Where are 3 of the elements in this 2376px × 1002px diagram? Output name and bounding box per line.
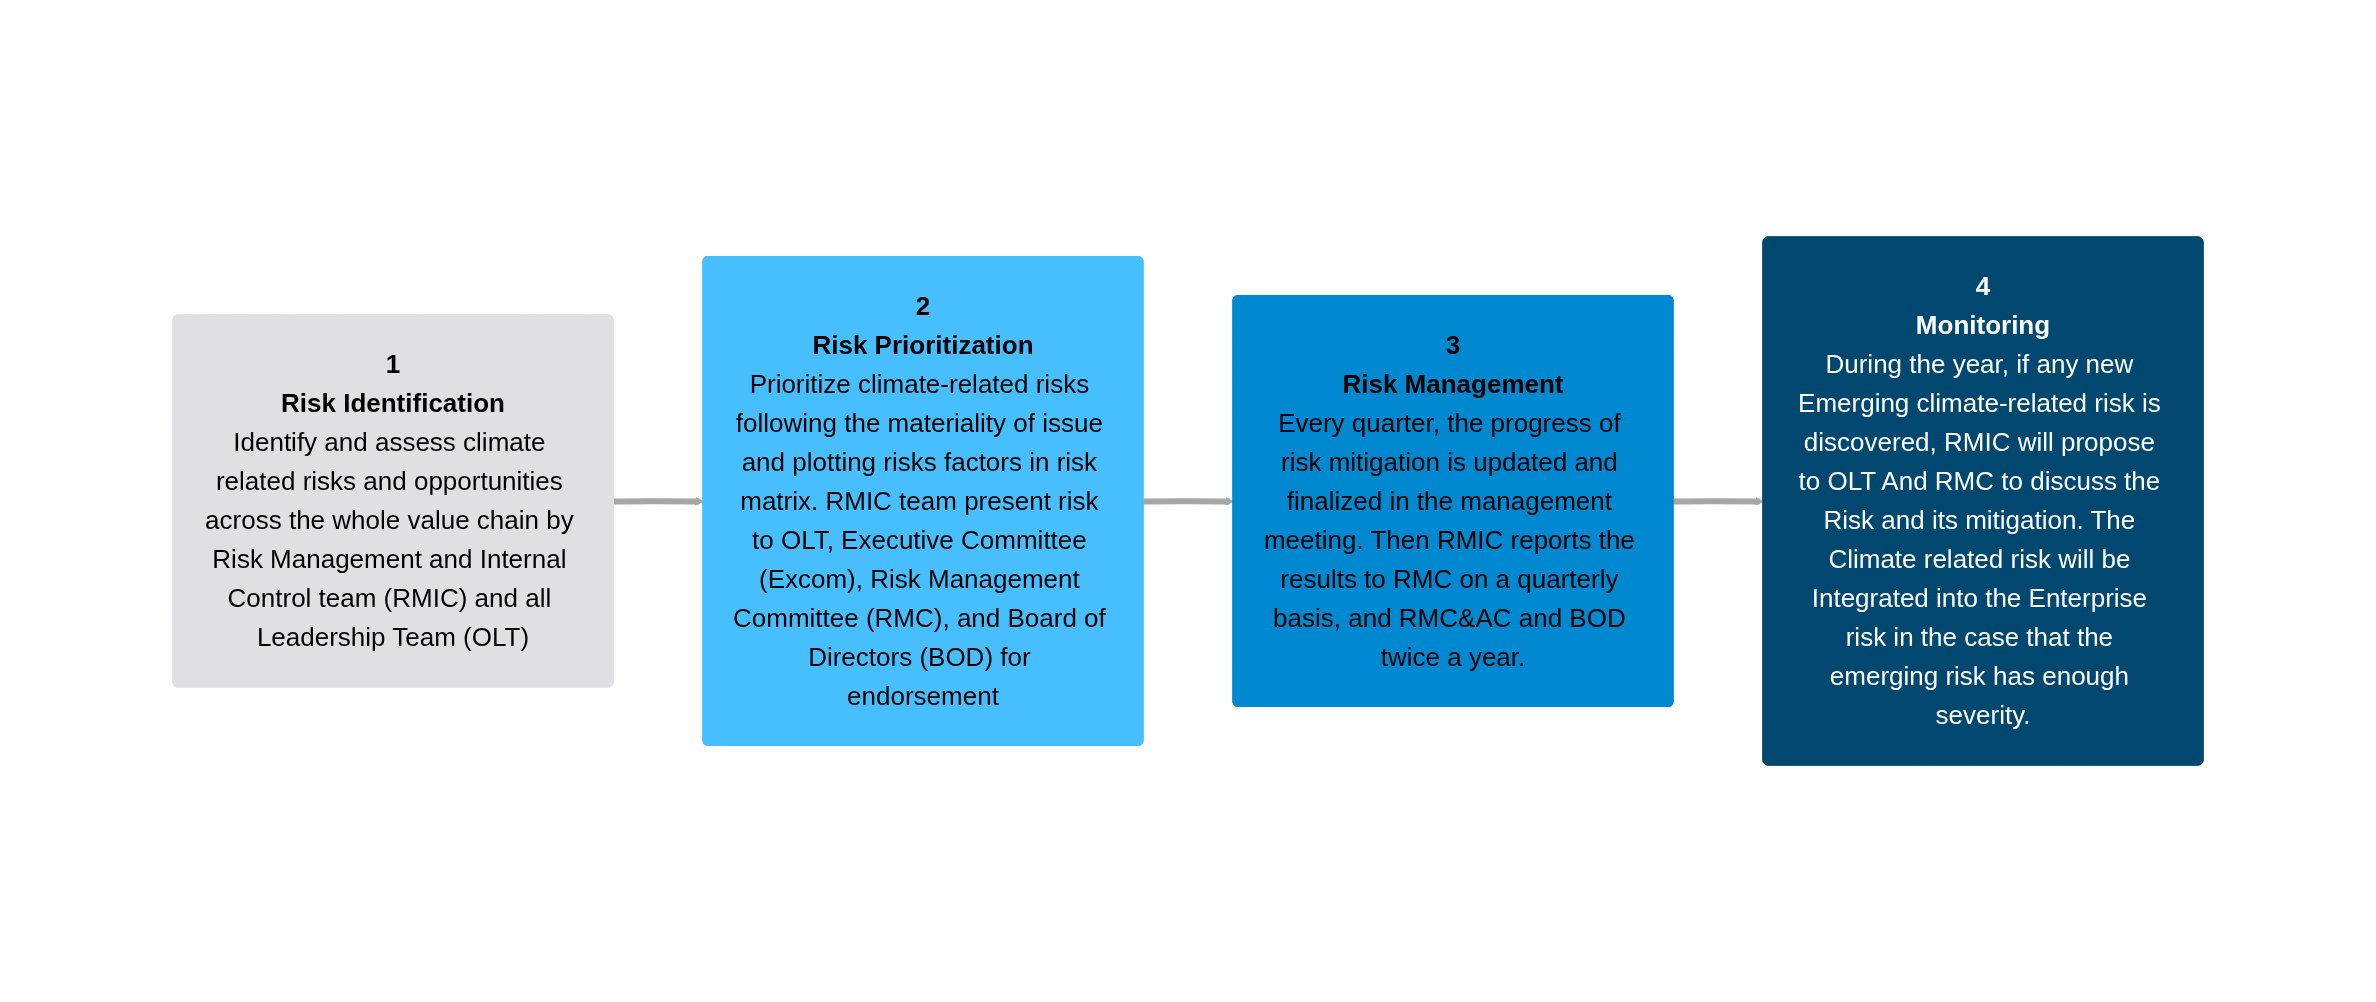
arrow	[1143, 497, 1234, 506]
arrow	[1673, 497, 1764, 506]
arrow	[613, 497, 704, 506]
